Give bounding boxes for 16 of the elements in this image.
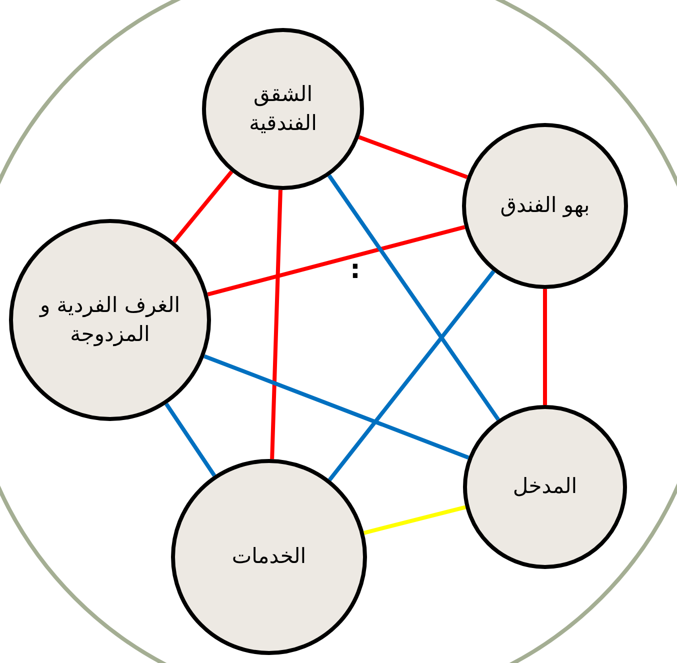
connector-line: [358, 135, 468, 180]
connector-line: [270, 190, 282, 460]
circle-label: بهو الفندق: [500, 192, 590, 220]
connector-line: [204, 354, 470, 460]
connector-line: [207, 225, 466, 296]
note-text: :: [350, 255, 360, 285]
circle-label: الشقق الفندقية: [248, 80, 318, 137]
connector-line: [328, 270, 496, 482]
connector-line: [543, 289, 547, 405]
connector-line: [364, 505, 466, 535]
connector-line: [164, 402, 216, 477]
circle-label: الغرف الفردية و المزدوجة: [38, 292, 182, 348]
connector-line: [172, 170, 234, 244]
circle-label: المدخل: [512, 473, 578, 500]
connector-line: [328, 174, 500, 421]
circle-label: الخدمات: [232, 543, 306, 570]
